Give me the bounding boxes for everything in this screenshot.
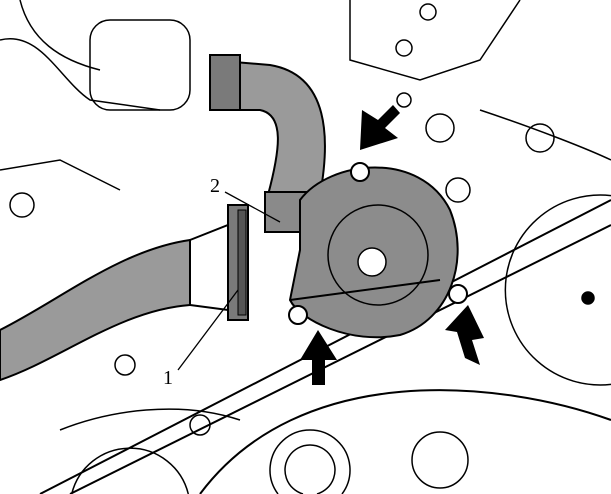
idler-pulley <box>411 431 469 489</box>
arrow-top-icon <box>360 105 400 150</box>
pump-bolt-right <box>448 284 468 304</box>
callout-2: 2 <box>210 175 220 197</box>
arrow-bottom-left-icon <box>300 330 337 385</box>
leader-lines <box>177 191 281 371</box>
tensioner-pulley <box>269 429 351 494</box>
water-pump <box>288 162 468 339</box>
crank-pulley <box>70 447 190 494</box>
arrows <box>300 105 484 385</box>
callout-1: 1 <box>163 367 173 389</box>
pump-bolt-top <box>350 162 370 182</box>
upper-coolant-hose <box>209 54 326 233</box>
arrow-bottom-right-icon <box>445 305 484 365</box>
large-pulley <box>504 194 611 386</box>
lower-coolant-hose <box>0 204 249 382</box>
pump-bolt-left <box>288 305 308 325</box>
